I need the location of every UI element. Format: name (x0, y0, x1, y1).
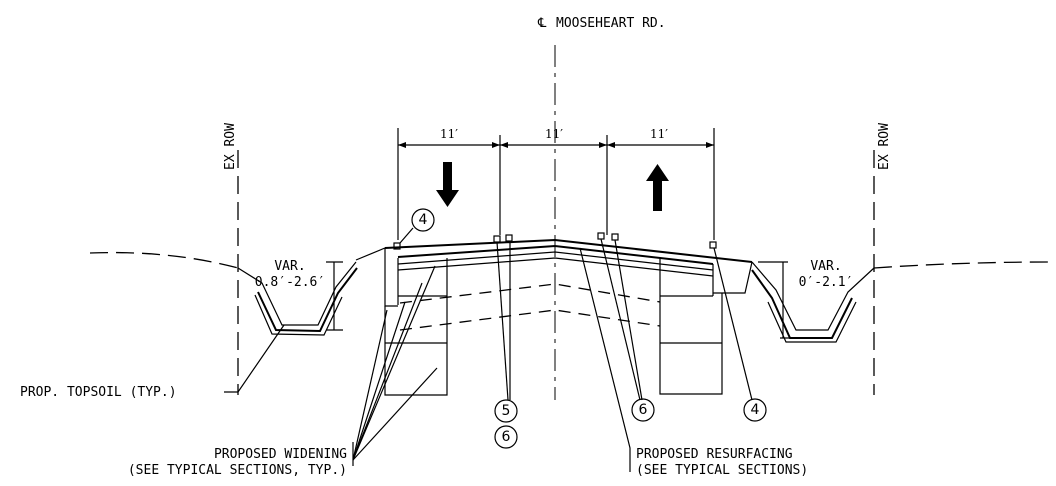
tag-center-six: 6 (502, 429, 511, 445)
arrow-down-icon (436, 162, 459, 207)
callouts: PROP. TOPSOIL (TYP.) PROPOSED WIDENING (… (20, 385, 808, 478)
widening-boxes (384, 258, 723, 396)
tag-left-four: 4 (419, 212, 428, 228)
item-tags: 4 5 6 6 4 (399, 208, 767, 449)
centerline-symbol: ℄ (537, 16, 547, 31)
callout-topsoil: PROP. TOPSOIL (TYP.) (20, 385, 177, 400)
tag-right-four: 4 (751, 402, 760, 418)
traffic-direction-arrows (436, 162, 669, 211)
callout-resurfacing-line2: (SEE TYPICAL SECTIONS) (636, 463, 808, 478)
ditch-left-range: 0.8′-2.6′ (255, 275, 325, 290)
centerline: ℄ MOOSEHEART RD. (537, 16, 666, 400)
row-label-right: EX ROW (877, 123, 892, 170)
dim-lane-left: 11′ (440, 127, 458, 141)
ditch-right-title: VAR. (810, 259, 841, 274)
leader-lines (224, 247, 631, 472)
tag-right-six: 6 (639, 402, 648, 418)
existing-ground-line (89, 251, 1051, 269)
arrow-up-icon (646, 164, 669, 211)
row-label-left: EX ROW (223, 123, 238, 170)
ditch-left-title: VAR. (274, 259, 305, 274)
callout-widening-line1: PROPOSED WIDENING (214, 447, 347, 462)
dim-lane-right: 11′ (650, 127, 668, 141)
ditch-right-range: 0′-2.1′ (799, 275, 854, 290)
dim-lane-center: 11′ (545, 127, 563, 141)
left-ditch: VAR. 0.8′-2.6′ (237, 259, 358, 336)
callout-widening-line2: (SEE TYPICAL SECTIONS, TYP.) (128, 463, 347, 478)
pavement-section (355, 238, 753, 331)
lane-dimensions: 11′ 11′ 11′ (397, 127, 715, 240)
callout-resurfacing-line1: PROPOSED RESURFACING (636, 447, 793, 462)
tag-center-five: 5 (502, 403, 511, 419)
right-of-way-lines: EX ROW EX ROW (223, 123, 892, 395)
centerline-label: MOOSEHEART RD. (556, 16, 666, 31)
right-ditch: VAR. 0′-2.1′ (751, 259, 875, 343)
